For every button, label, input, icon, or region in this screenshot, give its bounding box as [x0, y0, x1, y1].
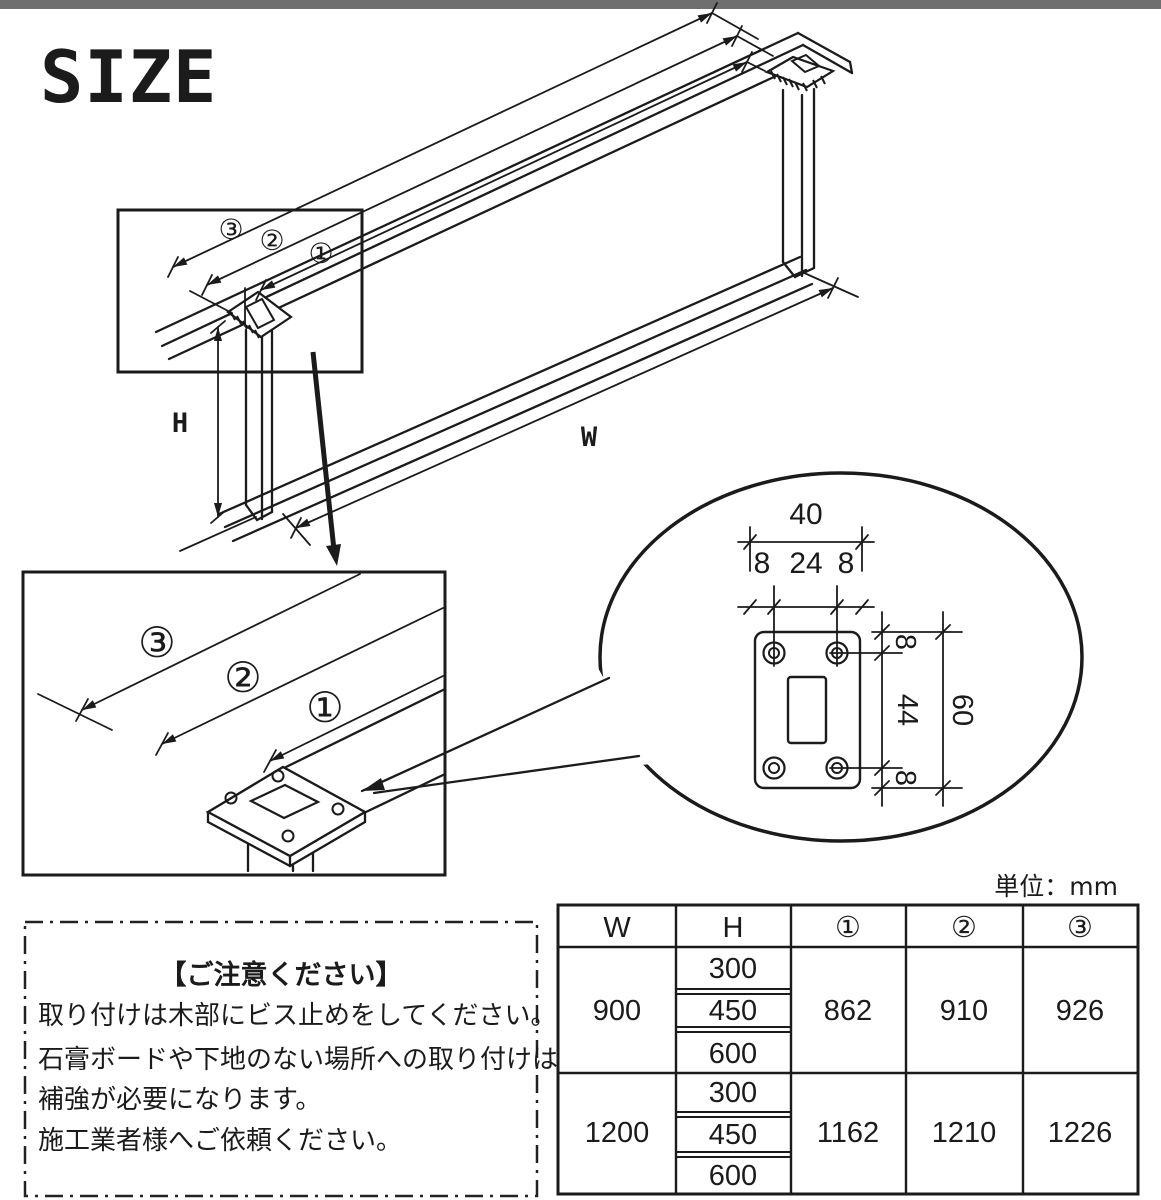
detail-dimensions: ③ ② ① — [37, 573, 444, 773]
right-leg — [781, 87, 816, 279]
cell-h600: 600 — [709, 1160, 757, 1192]
mounting-plate-detail: 40 8 24 8 8 44 8 60 — [737, 498, 978, 807]
th-2: ② — [951, 910, 977, 944]
dim-right-total: 60 — [946, 694, 978, 726]
cell-h300: 300 — [709, 953, 757, 985]
spec-table: W H ① ② ③ 900 300 450 600 862 910 926 12… — [556, 903, 1140, 1196]
table-header-row: W H ① ② ③ — [603, 910, 1093, 944]
dim-right-bottom: 8 — [889, 770, 921, 786]
balloon-tail-arrow-icon — [362, 778, 385, 791]
cell-c2: 910 — [940, 995, 988, 1027]
plate-dimensions — [737, 526, 963, 807]
dim-top-total: 40 — [789, 498, 822, 531]
cell-h300: 300 — [709, 1077, 757, 1109]
height-label: H — [172, 408, 188, 439]
dim-top-right: 8 — [838, 547, 855, 580]
th-w: W — [603, 912, 631, 944]
th-h: H — [723, 912, 744, 944]
unit-label: 単位：mm — [994, 872, 1118, 901]
left-mounting-plate — [226, 290, 293, 339]
top-gray-bar — [0, 0, 1161, 9]
cell-h450: 450 — [709, 995, 757, 1027]
detail-callout-balloon: 40 8 24 8 8 44 8 60 — [356, 471, 1084, 843]
table-row-900: 900 300 450 600 862 910 926 — [593, 953, 1104, 1070]
notice-title: 【ご注意ください】 — [160, 959, 403, 991]
notice-line-4: 施工業者様へご依頼ください。 — [38, 1126, 402, 1156]
cell-c2: 1210 — [932, 1117, 997, 1149]
left-leg — [244, 328, 274, 522]
mark-2-label: ② — [259, 224, 284, 257]
dim-right-top: 8 — [889, 634, 921, 650]
length-dimensions: ③ ② ① — [167, 2, 774, 327]
page-title: SIZE — [40, 35, 217, 119]
th-3: ③ — [1067, 910, 1093, 944]
notice-line-2: 石膏ボードや下地のない場所への取り付けは — [38, 1045, 558, 1075]
detail-mark-1-label: ① — [306, 683, 344, 732]
cell-c3: 926 — [1056, 995, 1104, 1027]
cell-c1: 862 — [824, 995, 872, 1027]
height-dimension: H — [172, 290, 257, 552]
notice-line-1: 取り付けは木部にビス止めをしてください。 — [38, 1001, 556, 1031]
mark-3-label: ③ — [218, 213, 243, 246]
dim-right-middle: 44 — [891, 694, 923, 726]
balloon-tail-mask — [356, 668, 652, 790]
right-mounting-plate — [764, 53, 836, 92]
table-row-1200: 1200 300 450 600 1162 1210 1226 — [585, 1077, 1113, 1192]
notice-box: 【ご注意ください】 取り付けは木部にビス止めをしてください。 石膏ボードや下地の… — [23, 920, 558, 1198]
mark-1-label: ① — [308, 237, 333, 270]
detail-pointer-arrow — [310, 351, 341, 566]
cell-h450: 450 — [709, 1119, 757, 1151]
detail-box: ③ ② ① — [21, 570, 447, 877]
isometric-frame-drawing: ③ ② ① H W — [116, 2, 859, 566]
detail-plate — [205, 765, 368, 873]
cell-c1: 1162 — [817, 1117, 879, 1149]
viewport-box — [116, 208, 364, 374]
detail-mark-2-label: ② — [224, 653, 262, 702]
width-dimension: W — [282, 271, 859, 546]
dim-top-center: 24 — [789, 547, 822, 580]
cell-h600: 600 — [709, 1038, 757, 1070]
dim-top-left: 8 — [754, 547, 771, 580]
detail-mark-3-label: ③ — [138, 618, 176, 667]
cell-c3: 1226 — [1048, 1117, 1113, 1149]
th-1: ① — [835, 910, 861, 944]
width-label: W — [581, 422, 598, 453]
cell-w: 900 — [593, 995, 641, 1027]
cell-w: 1200 — [585, 1117, 650, 1149]
notice-line-3: 補強が必要になります。 — [38, 1085, 321, 1115]
